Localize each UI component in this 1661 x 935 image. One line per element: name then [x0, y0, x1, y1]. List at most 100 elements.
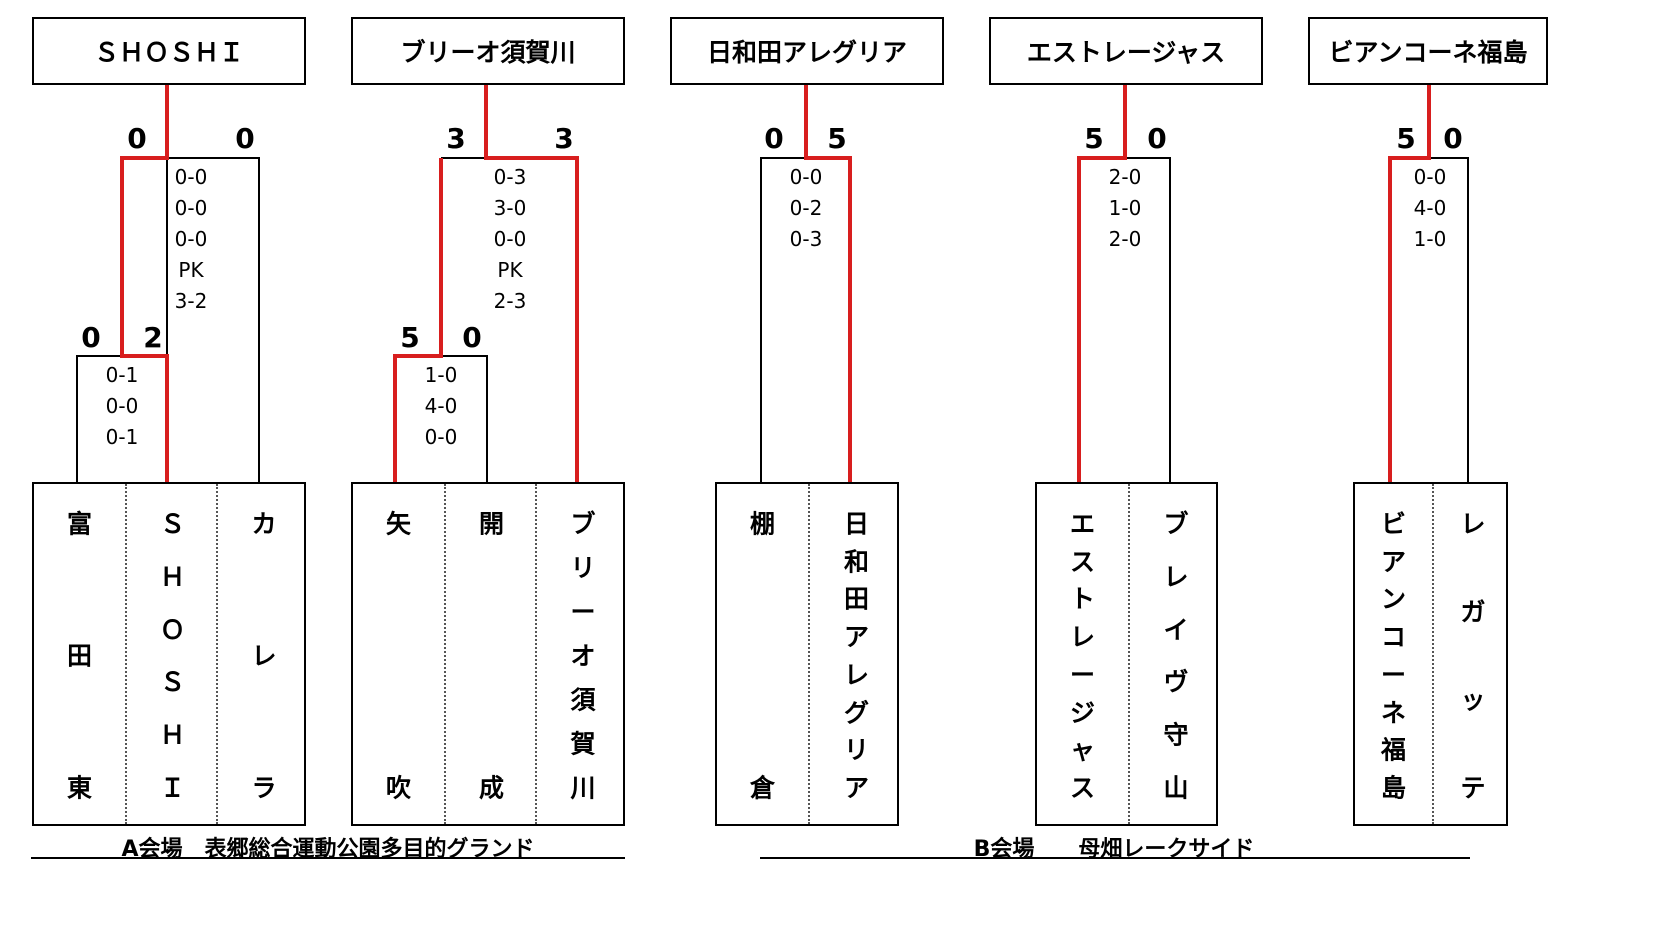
- final-result: PK: [497, 258, 523, 282]
- team-name-char: ヴ: [1163, 667, 1189, 697]
- final-score-right: 0: [235, 122, 255, 155]
- final-result: 0-0: [493, 227, 527, 251]
- final-score-left: 5: [1084, 122, 1104, 155]
- final-result: 0-0: [174, 227, 208, 251]
- team-box-group-3: 棚倉日和田アレグリア: [715, 482, 899, 826]
- team-name-char: ト: [1069, 584, 1095, 614]
- final-score-right: 0: [1443, 122, 1463, 155]
- venue-a-underline: [31, 857, 625, 859]
- winner-name: 日和田アレグリア: [706, 38, 907, 67]
- final-score-right: 5: [827, 122, 847, 155]
- final-result: 3-0: [493, 196, 527, 220]
- final-result: 0-0: [174, 165, 208, 189]
- final-result: 2-0: [1108, 165, 1142, 189]
- team-name-char: レ: [1069, 622, 1095, 652]
- semi-score-right: 2: [143, 321, 163, 354]
- winning-path: [484, 85, 579, 482]
- team-name-char: 島: [1380, 773, 1406, 803]
- team-name-char: ビ: [1380, 509, 1406, 539]
- team-name-char: ア: [843, 773, 869, 803]
- winner-box-2: ブリーオ須賀川: [351, 17, 625, 85]
- team-name-char: 田: [66, 641, 92, 671]
- team-box-group-5: ビアンコーネ福島レガッテ: [1353, 482, 1508, 826]
- winning-path: [393, 158, 443, 482]
- venue-b-underline: [760, 857, 1470, 859]
- team-name-char: 矢: [385, 509, 411, 539]
- team-name-char: 開: [478, 509, 504, 539]
- semi-result: 1-0: [424, 363, 458, 387]
- team-name-char: ー: [570, 597, 596, 627]
- final-score-right: 3: [554, 122, 574, 155]
- final-score-left: 3: [446, 122, 466, 155]
- final-result: 0-2: [789, 196, 823, 220]
- semi-result: 0-0: [105, 394, 139, 418]
- team-name-char: 富: [66, 509, 92, 539]
- winner-name: ビアンコーネ福島: [1328, 38, 1528, 67]
- final-result: PK: [178, 258, 204, 282]
- team-name: カレラ: [216, 484, 310, 824]
- team-name-char: ブ: [570, 509, 596, 539]
- team-name-char: 須: [570, 685, 596, 715]
- final-result: 0-0: [174, 196, 208, 220]
- team-name-char: Ｓ: [159, 509, 185, 539]
- final-result: 3-2: [174, 289, 208, 313]
- team-name-char: ー: [1069, 660, 1095, 690]
- team-name-char: ス: [1069, 773, 1095, 803]
- team-name: エストレージャス: [1037, 484, 1128, 824]
- final-result: 0-3: [493, 165, 527, 189]
- team-name-char: 山: [1163, 773, 1189, 803]
- team-name: 矢吹: [353, 484, 444, 824]
- team-name-char: レ: [843, 660, 869, 690]
- losing-path: [166, 157, 260, 482]
- team-name-char: 東: [66, 773, 92, 803]
- winning-path: [120, 85, 169, 482]
- final-result: 4-0: [1413, 196, 1447, 220]
- team-name-char: ジ: [1069, 698, 1095, 728]
- team-name-char: レ: [251, 641, 277, 671]
- team-box-group-4: エストレージャスブレイヴ守山: [1035, 482, 1218, 826]
- team-name-char: ガ: [1460, 597, 1486, 627]
- team-name-char: 川: [570, 773, 596, 803]
- team-name-char: レ: [1163, 562, 1189, 592]
- final-score-left: 5: [1396, 122, 1416, 155]
- team-name-char: ー: [1380, 660, 1406, 690]
- team-name: 棚倉: [717, 484, 808, 824]
- winner-name: ＳＨＯＳＨＩ: [93, 38, 244, 67]
- final-result: 1-0: [1413, 227, 1447, 251]
- team-name-char: ア: [1380, 547, 1406, 577]
- team-name-char: ッ: [1460, 685, 1486, 715]
- team-name-char: 倉: [749, 773, 775, 803]
- team-name-char: グ: [843, 698, 869, 728]
- final-score-left: 0: [127, 122, 147, 155]
- winner-name: ブリーオ須賀川: [400, 38, 576, 67]
- semi-result: 0-1: [105, 363, 139, 387]
- team-name-char: 吹: [385, 773, 411, 803]
- winner-box-3: 日和田アレグリア: [670, 17, 944, 85]
- team-name-char: レ: [1460, 509, 1486, 539]
- team-name-char: テ: [1460, 773, 1486, 803]
- team-name-char: 棚: [749, 509, 775, 539]
- team-name: ビアンコーネ福島: [1355, 484, 1432, 824]
- semi-result: 0-1: [105, 425, 139, 449]
- team-name-char: Ｈ: [159, 562, 185, 592]
- final-result: 1-0: [1108, 196, 1142, 220]
- team-name-char: 成: [478, 773, 504, 803]
- team-name-char: 賀: [570, 729, 596, 759]
- winner-box-4: エストレージャス: [989, 17, 1263, 85]
- team-name: ブレイヴ守山: [1128, 484, 1222, 824]
- semi-result: 0-0: [424, 425, 458, 449]
- team-name-char: Ｈ: [159, 720, 185, 750]
- winner-box-1: ＳＨＯＳＨＩ: [32, 17, 306, 85]
- final-result: 2-0: [1108, 227, 1142, 251]
- winning-path: [1388, 85, 1431, 482]
- team-name-char: リ: [843, 735, 869, 765]
- losing-path: [760, 157, 806, 482]
- team-name-char: ブ: [1163, 509, 1189, 539]
- final-result: 0-0: [1413, 165, 1447, 189]
- semi-score-left: 0: [81, 321, 101, 354]
- team-name-char: 守: [1163, 720, 1189, 750]
- team-name-char: ネ: [1380, 698, 1406, 728]
